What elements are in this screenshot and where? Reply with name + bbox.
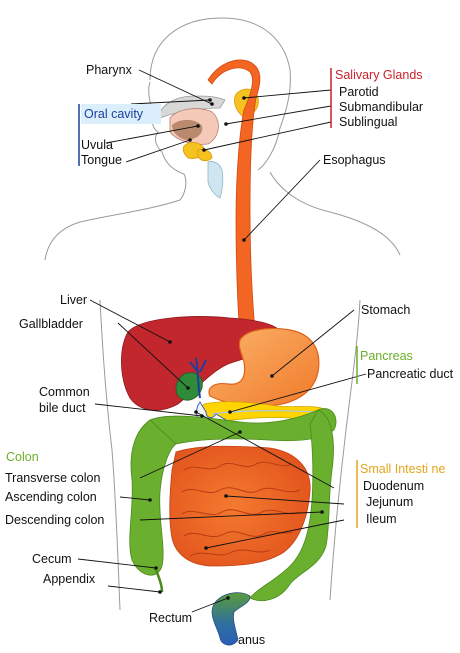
label-sublingual: Sublingual [339, 115, 398, 129]
colon-shape [129, 408, 337, 601]
label-salivary-glands: Salivary Glands [335, 68, 423, 82]
label-pancreas: Pancreas [360, 349, 413, 363]
label-uvula: Uvula [81, 138, 113, 152]
label-duodenum: Duodenum [363, 479, 425, 493]
label-pharynx: Pharynx [86, 63, 132, 77]
label-tongue: Tongue [81, 153, 123, 167]
label-stomach: Stomach [361, 303, 411, 317]
label-descending-colon: Descending colon [5, 513, 105, 527]
pancreatic-duct-shape [211, 410, 321, 415]
group-brackets [78, 68, 358, 528]
label-common-bile-duct-line1: Common [39, 385, 90, 399]
appendix-shape [154, 569, 164, 593]
label-appendix: Appendix [43, 572, 96, 586]
label-pancreatic-duct: Pancreatic duct [367, 367, 454, 381]
label-jejunum: Jejunum [366, 495, 414, 509]
label-parotid: Parotid [339, 85, 379, 99]
label-oral-cavity: Oral cavity [84, 107, 144, 121]
label-submandibular: Submandibular [339, 100, 424, 114]
label-gallbladder: Gallbladder [19, 317, 83, 331]
label-liver: Liver [60, 293, 88, 307]
label-rectum: Rectum [149, 611, 193, 625]
label-transverse-colon: Transverse colon [5, 471, 101, 485]
trachea-shape [207, 161, 224, 199]
leader-dots [148, 96, 324, 600]
rectum-shape [211, 592, 251, 646]
label-small-intestine: Small Intesti ne [360, 462, 446, 476]
small-intestine-shape [169, 445, 311, 567]
label-common-bile-duct-line2: bile duct [39, 401, 86, 415]
oral-cavity-highlight [81, 104, 161, 124]
label-ileum: Ileum [366, 512, 397, 526]
leader-lines [77, 69, 367, 613]
label-anus: anus [238, 633, 266, 647]
bile-ducts-shape [189, 357, 207, 399]
small-intestine-folds [181, 461, 301, 557]
label-colon: Colon [6, 450, 39, 464]
label-ascending-colon: Ascending colon [5, 490, 97, 504]
label-cecum: Cecum [32, 552, 72, 566]
label-esophagus: Esophagus [323, 153, 386, 167]
